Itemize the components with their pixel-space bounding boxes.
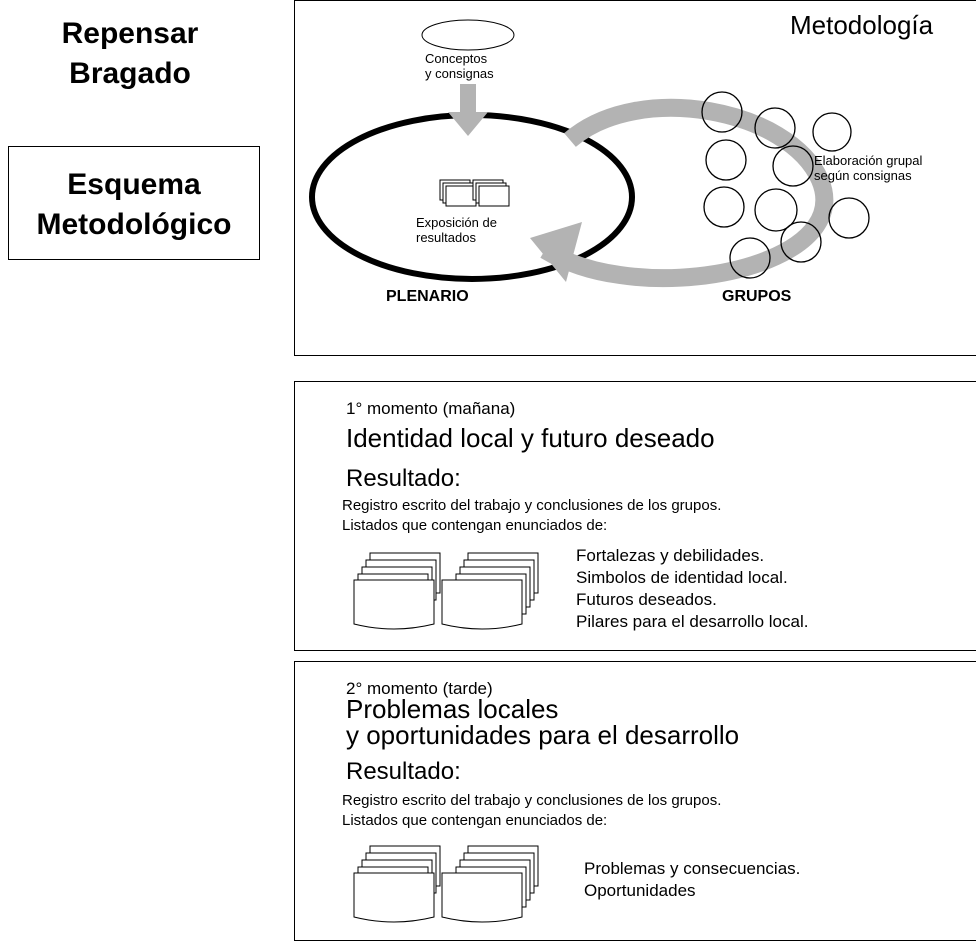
group-circles — [701, 91, 870, 279]
methodology-title: Metodología — [790, 10, 934, 40]
project-title: Repensar Bragado — [30, 14, 230, 94]
list-item: Problemas y consecuencias. — [584, 859, 801, 878]
scheme-title-box: Esquema Metodológico — [8, 146, 260, 260]
cycle-arrow-head — [530, 222, 582, 282]
moment1-label: 1° momento (mañana) — [346, 399, 516, 418]
moment1-desc-line1: Registro escrito del trabajo y conclusio… — [342, 497, 722, 514]
moment1-items: Fortalezas y debilidades. Simbolos de id… — [576, 545, 808, 633]
moment1-title: Identidad local y futuro deseado — [346, 423, 715, 453]
concepts-ellipse — [421, 19, 515, 51]
project-title-line1: Repensar — [61, 17, 199, 50]
concepts-label: Conceptos y consignas — [425, 51, 494, 81]
scheme-title-line1: Esquema — [67, 168, 201, 201]
elaboration-label-line2: según consignas — [814, 168, 912, 183]
concepts-label-line1: Conceptos — [425, 51, 488, 66]
moment2-title: Problemas locales y oportunidades para e… — [346, 696, 739, 748]
elaboration-label-line1: Elaboración grupal — [814, 153, 923, 168]
moment1-description: Registro escrito del trabajo y conclusio… — [342, 496, 721, 536]
moment2-description: Registro escrito del trabajo y conclusio… — [342, 791, 721, 831]
list-item: Pilares para el desarrollo local. — [576, 612, 809, 631]
moment2-desc-line1: Registro escrito del trabajo y conclusio… — [342, 792, 722, 809]
list-item: Futuros deseados. — [576, 590, 717, 609]
list-item: Oportunidades — [584, 881, 696, 900]
moment1-result-heading: Resultado: — [346, 465, 461, 492]
moment2-result-heading: Resultado: — [346, 758, 461, 785]
exposition-label-line1: Exposición de — [416, 215, 497, 230]
plenario-label: PLENARIO — [386, 288, 469, 305]
cycle-arrow — [540, 98, 834, 288]
moment2-label: 2° momento (tarde) — [346, 679, 493, 698]
exposition-label: Exposición de resultados — [416, 215, 497, 245]
grupos-label: GRUPOS — [722, 288, 792, 305]
project-title-line2: Bragado — [69, 57, 191, 90]
concepts-label-line2: y consignas — [425, 66, 494, 81]
concepts-down-arrow — [448, 84, 488, 136]
exposition-label-line2: resultados — [416, 230, 476, 245]
moment2-items: Problemas y consecuencias. Oportunidades — [584, 858, 800, 902]
moment2-desc-line2: Listados que contengan enunciados de: — [342, 812, 608, 829]
plenario-documents — [439, 179, 510, 207]
methodology-panel — [294, 0, 976, 356]
elaboration-label: Elaboración grupal según consignas — [814, 153, 922, 183]
list-item: Fortalezas y debilidades. — [576, 546, 765, 565]
list-item: Simbolos de identidad local. — [576, 568, 788, 587]
moment1-desc-line2: Listados que contengan enunciados de: — [342, 517, 608, 534]
scheme-title-line2: Metodológico — [36, 208, 232, 241]
moment2-title-line2: y oportunidades para el desarrollo — [346, 720, 740, 750]
moment2-title-line1: Problemas locales — [346, 694, 559, 724]
